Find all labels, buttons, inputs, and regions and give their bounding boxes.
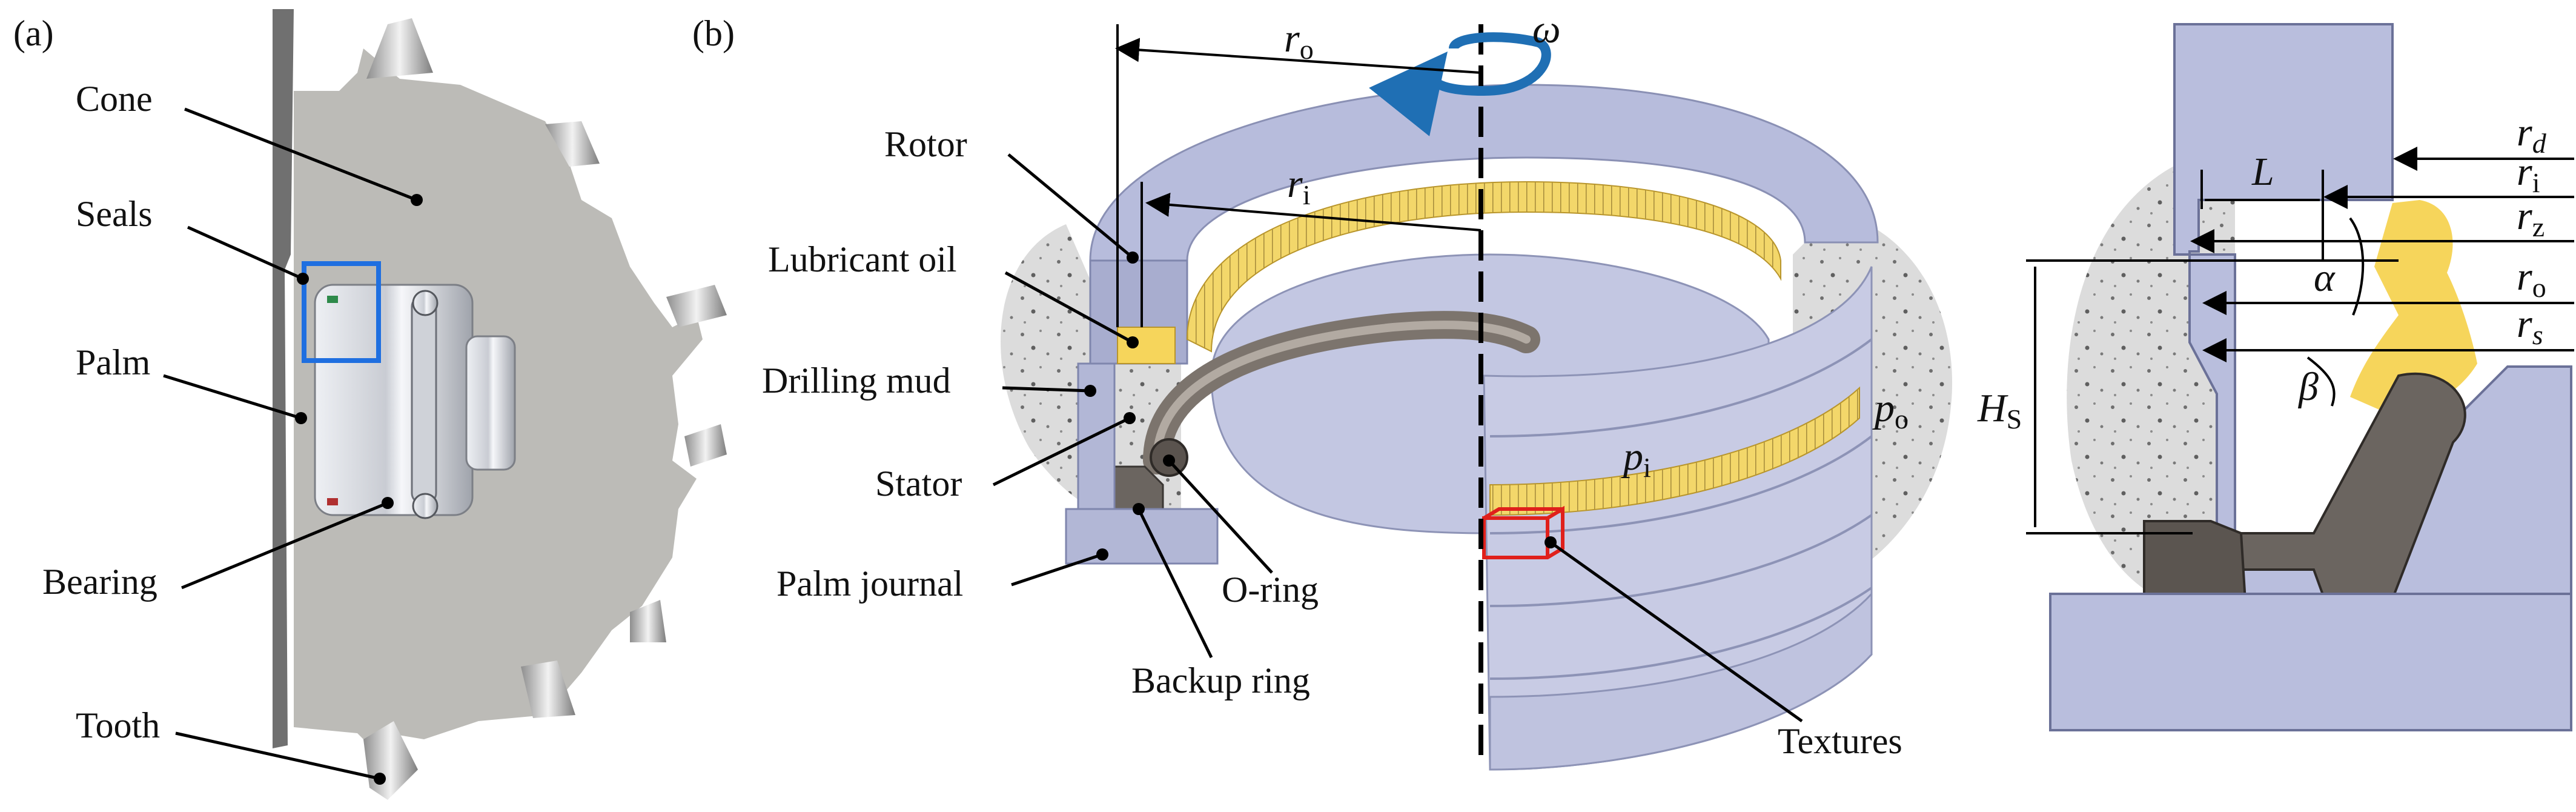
bearing-leader	[181, 501, 388, 590]
stator-leader	[992, 416, 1131, 487]
stripe-3	[1489, 514, 1873, 607]
r-z-label: rz	[2517, 194, 2545, 242]
tooth-right-2	[684, 424, 727, 467]
bearing-shaft	[465, 335, 516, 471]
tooth-upper-right	[545, 121, 600, 167]
backup-ring-leader	[1137, 508, 1213, 659]
o-ring-leader	[1168, 459, 1273, 574]
panel-b: (b) ω ro ri pi po Rotor Lubricant oil Dr…	[692, 7, 1953, 771]
stripe-2	[1489, 435, 1873, 534]
textures-label: Textures	[1778, 721, 1902, 761]
bearing-race	[411, 296, 437, 504]
bearing-ball-top	[412, 290, 439, 316]
bearing-ball-bottom	[412, 493, 439, 519]
backup-ring-label: Backup ring	[1131, 661, 1310, 701]
cone-leader	[184, 107, 417, 202]
r-s-label: rs	[2517, 302, 2543, 350]
oil-band-right	[1489, 386, 1860, 516]
alpha-arc	[2349, 217, 2365, 316]
lower-rings	[1489, 591, 1873, 771]
o-ring-label: O-ring	[1222, 570, 1319, 610]
r-d-label: rd	[2517, 110, 2547, 159]
rotor-leader	[1007, 153, 1134, 259]
panel-a-label: (a)	[13, 13, 54, 53]
rotation-arrow	[1369, 32, 1551, 136]
palm-journal-leader	[1011, 553, 1103, 587]
palm-leader	[163, 374, 302, 420]
seal-ring-top	[327, 296, 338, 303]
tooth-right-1	[666, 285, 727, 327]
oil-band-top	[1186, 181, 1781, 353]
textures-leader	[1549, 541, 1803, 723]
r-o-label-c: ro	[2517, 255, 2546, 303]
lubricant-oil-label: Lubricant oil	[768, 239, 957, 279]
r-i-label-c: ri	[2517, 150, 2540, 198]
r-o-label: ro	[1284, 16, 1314, 65]
stator-block	[1077, 362, 1116, 510]
panel-c: L α β HS rd ri rz ro rs	[1977, 23, 2574, 731]
stator-label: Stator	[875, 464, 962, 504]
lubricant-oil-leader	[1004, 271, 1134, 344]
bearing-label: Bearing	[42, 562, 157, 602]
seals-label: Seals	[76, 194, 153, 234]
drilling-mud-leader	[1002, 386, 1091, 393]
oil-region	[2350, 200, 2477, 418]
stator-lower	[2049, 593, 2572, 731]
panel-a: (a) Cone Seals Palm Bearing Tooth	[13, 9, 727, 800]
panel-b-label: (b)	[692, 13, 735, 53]
r-i-arrow	[1145, 193, 1482, 231]
tooth-lower-right	[630, 600, 666, 642]
palm-label: Palm	[76, 342, 150, 382]
tooth-top	[366, 18, 433, 79]
r-i-label: ri	[1287, 162, 1310, 210]
palm-journal-label: Palm journal	[776, 564, 963, 604]
cone-label: Cone	[76, 79, 153, 119]
stripe-4	[1489, 587, 1873, 680]
beta-label: β	[2297, 365, 2319, 409]
stripe-1	[1489, 338, 1873, 438]
o-ring-region	[2209, 372, 2466, 638]
l-label: L	[2251, 150, 2274, 194]
tooth-label: Tooth	[76, 705, 160, 745]
hs-label: HS	[1977, 386, 2022, 434]
omega-label: ω	[1532, 7, 1561, 52]
lubricant-oil-pocket	[1117, 327, 1176, 364]
r-o-arrow	[1115, 38, 1482, 74]
seals-highlight-box	[302, 261, 381, 363]
o-ring-highlight	[1153, 321, 1531, 465]
p-o-label: po	[1872, 386, 1909, 434]
tooth-lower	[521, 661, 575, 718]
seals-leader	[187, 225, 304, 281]
alpha-label: α	[2314, 256, 2336, 300]
outer-ring-top	[1089, 84, 1879, 262]
palm-shape	[273, 9, 294, 748]
drilling-mud-label: Drilling mud	[762, 361, 951, 401]
tooth-leader	[175, 731, 380, 780]
bearing-hub	[314, 284, 474, 516]
seal-ring-bottom	[327, 498, 338, 505]
p-i-label: pi	[1621, 434, 1651, 483]
beta-arc	[2306, 356, 2336, 407]
rotor-label: Rotor	[884, 124, 967, 164]
